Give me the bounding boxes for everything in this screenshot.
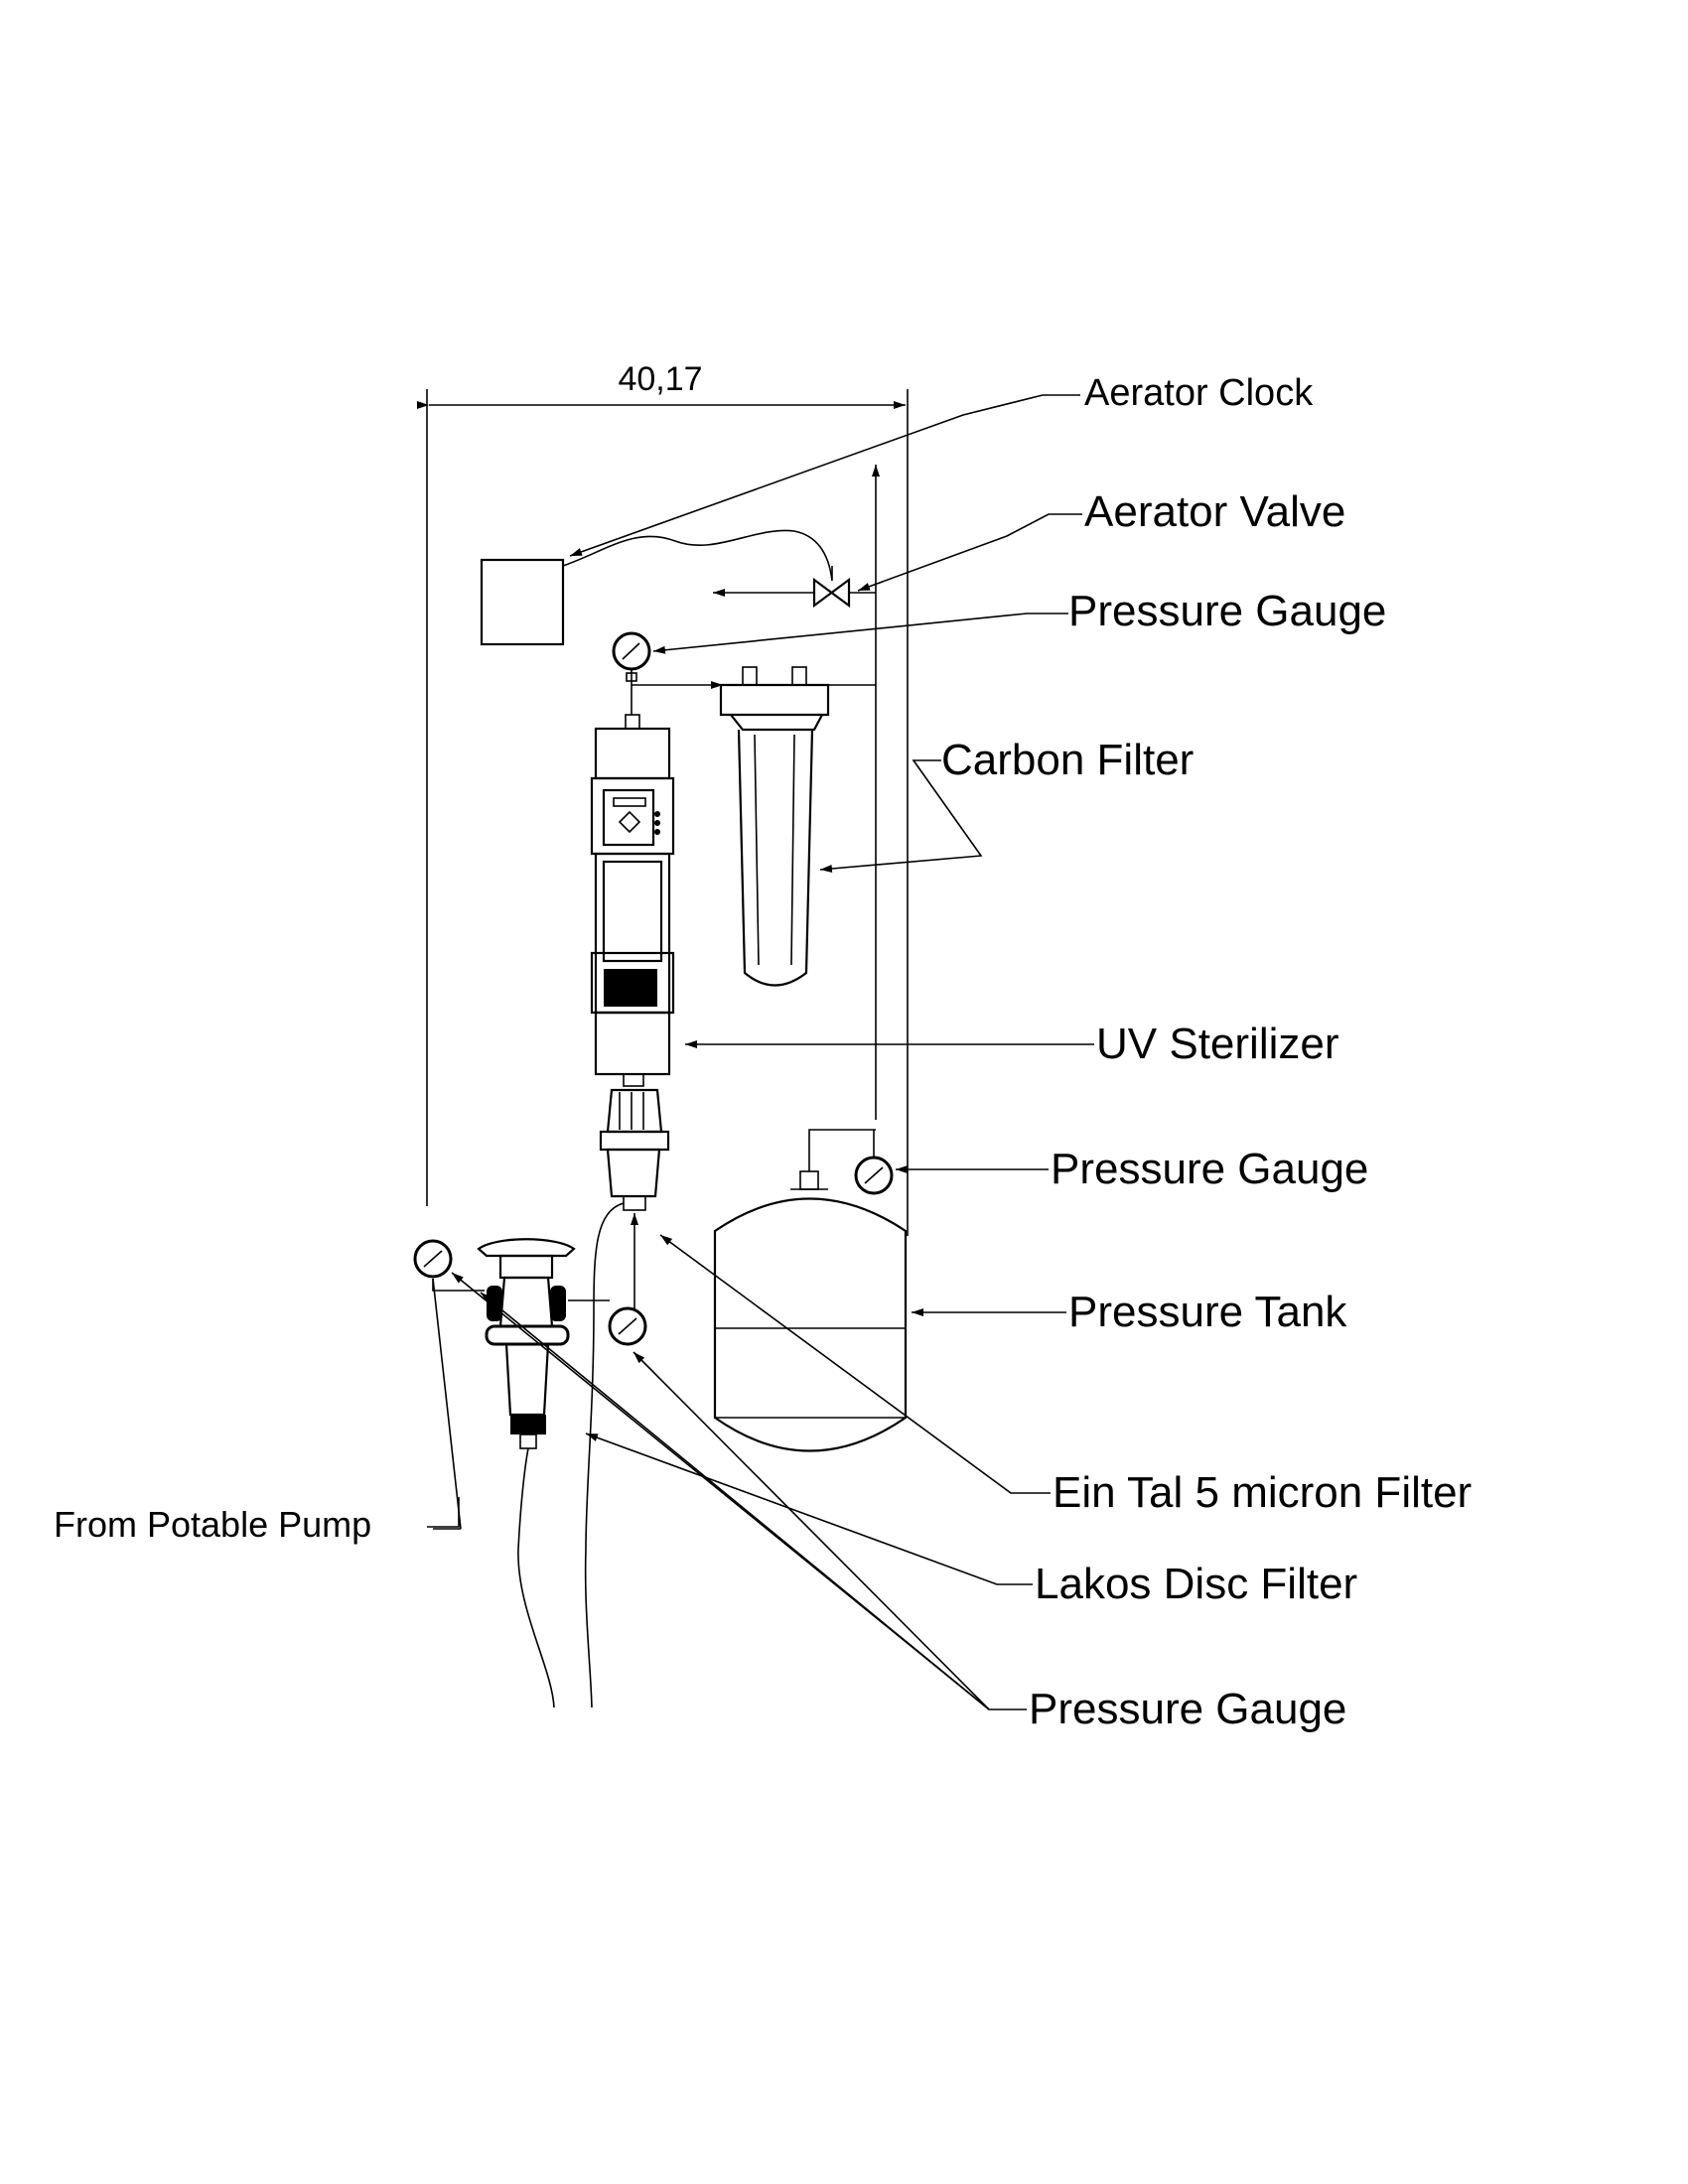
dimension-value: 40,17 bbox=[618, 360, 702, 398]
label-from-potable-pump: From Potable Pump bbox=[54, 1504, 371, 1545]
pressure-gauge-tank bbox=[854, 1130, 894, 1195]
pressure-gauge-top bbox=[612, 631, 651, 685]
aerator-valve bbox=[812, 566, 851, 609]
dimension-line bbox=[417, 389, 909, 1236]
lakos-disc-filter bbox=[477, 1238, 576, 1449]
label-ein-tal-filter: Ein Tal 5 micron Filter bbox=[1053, 1468, 1472, 1517]
label-lakos-disc-filter: Lakos Disc Filter bbox=[1035, 1560, 1357, 1608]
leader-lines bbox=[427, 394, 1094, 1710]
label-pressure-gauge-bottom: Pressure Gauge bbox=[1029, 1685, 1346, 1733]
uv-sterilizer bbox=[590, 714, 675, 1087]
label-carbon-filter: Carbon Filter bbox=[941, 736, 1194, 784]
carbon-filter-housing bbox=[719, 666, 876, 987]
pressure-gauge-inlet bbox=[413, 1239, 453, 1279]
label-pressure-tank: Pressure Tank bbox=[1068, 1288, 1347, 1336]
aerator-clock-wire bbox=[562, 529, 833, 582]
pressure-tank bbox=[713, 1170, 908, 1452]
label-aerator-clock: Aerator Clock bbox=[1084, 372, 1314, 414]
label-pressure-gauge-top: Pressure Gauge bbox=[1068, 587, 1386, 635]
label-pressure-gauge-tank: Pressure Gauge bbox=[1051, 1145, 1368, 1193]
label-uv-sterilizer: UV Sterilizer bbox=[1096, 1020, 1339, 1068]
ein-tal-filter bbox=[599, 1088, 670, 1211]
pressure-gauge-lakos-out bbox=[608, 1306, 647, 1346]
aerator-clock-box bbox=[480, 558, 565, 646]
label-aerator-valve: Aerator Valve bbox=[1084, 487, 1345, 536]
